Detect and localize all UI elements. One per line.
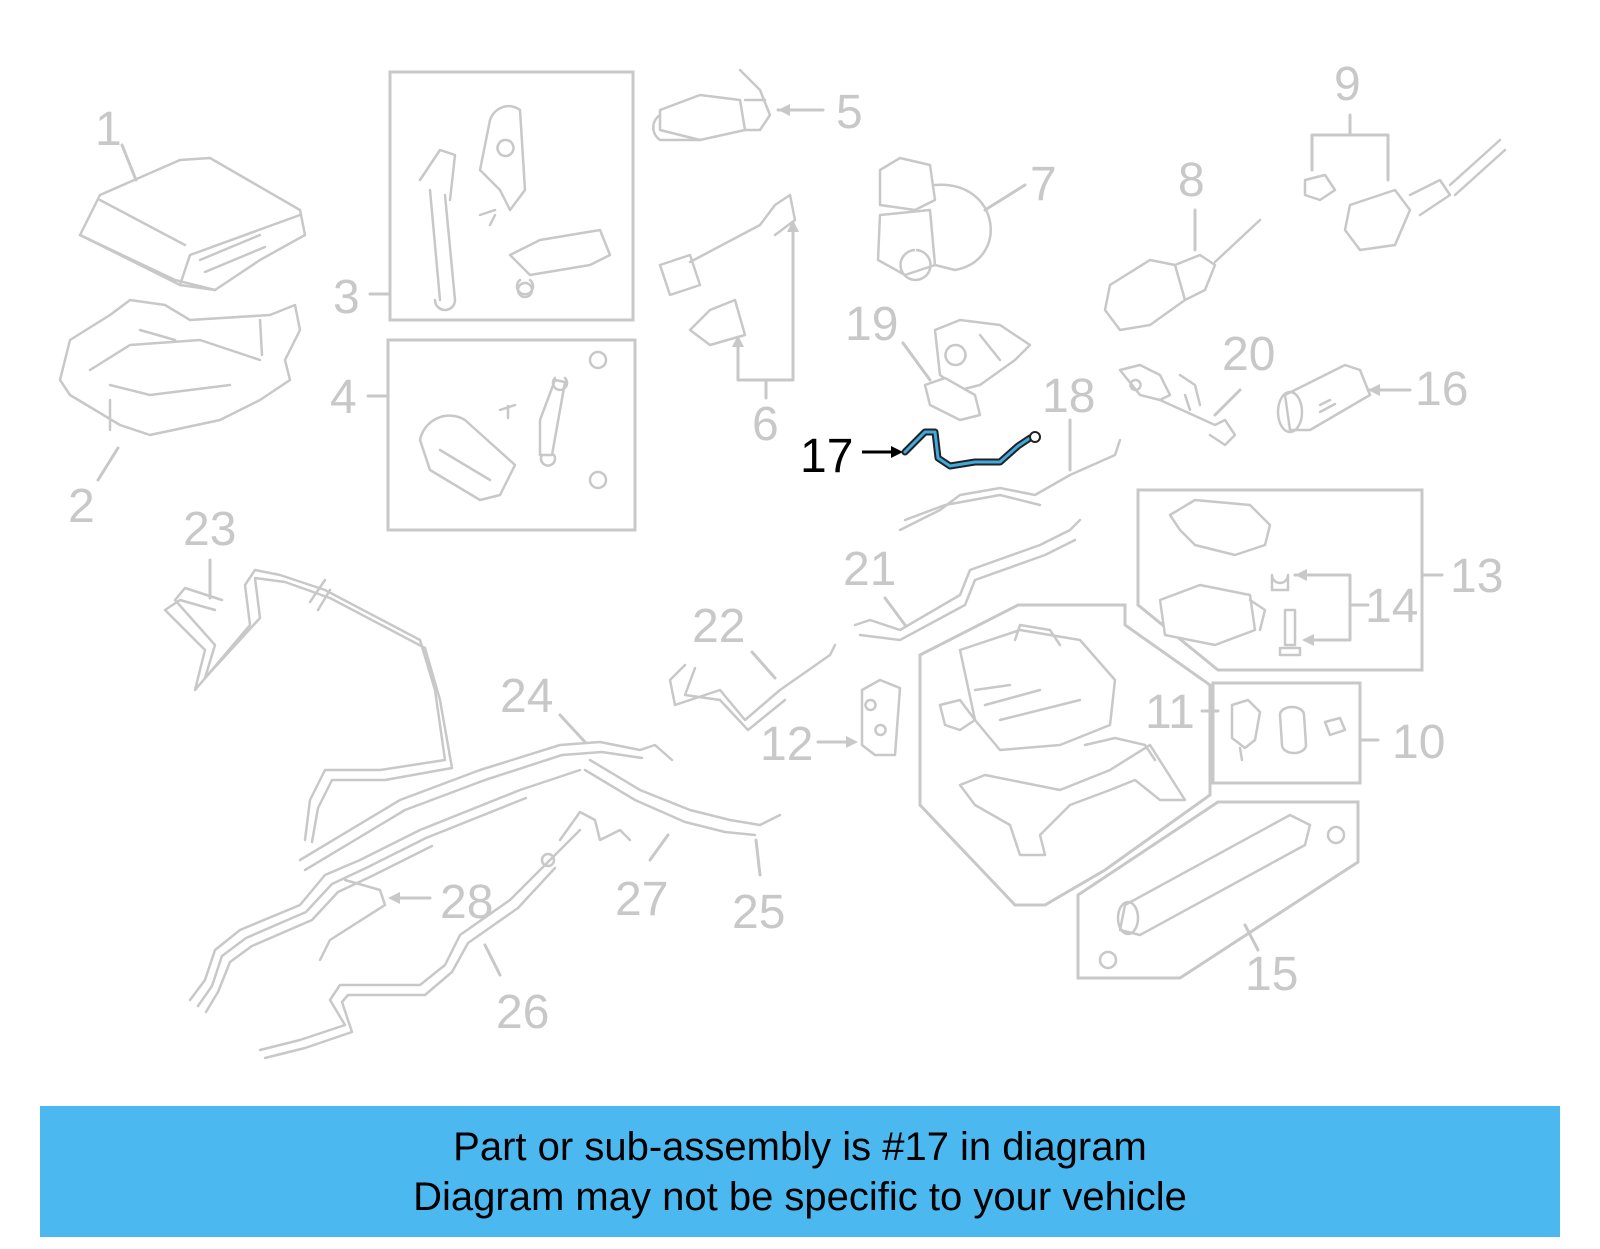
part-14-fasteners [1270, 569, 1370, 657]
part-20-pressure-sensor [1118, 363, 1242, 447]
part-13-valve-block [1158, 498, 1444, 647]
part-23-air-line [163, 558, 454, 844]
callout-1: 1 [95, 103, 122, 156]
callout-23: 23 [183, 503, 236, 556]
callout-12: 12 [760, 718, 813, 771]
parts-diagram: 1 2 3 4 5 6 7 8 9 10 11 12 13 14 15 16 1… [58, 58, 1507, 1060]
callout-14: 14 [1365, 580, 1418, 633]
part-9-sensor [1303, 113, 1507, 252]
callout-26: 26 [496, 986, 549, 1039]
box-compressor-assembly [918, 603, 1212, 907]
part-24-air-line [298, 713, 674, 872]
part-19-bracket [901, 318, 1032, 422]
callout-10: 10 [1392, 716, 1445, 769]
part-28-air-line [188, 768, 582, 1014]
part-5-connector [652, 68, 825, 142]
callout-11: 11 [1145, 686, 1195, 739]
part-7-valve [876, 156, 1027, 282]
box-15-reservoir-kit [1076, 800, 1360, 980]
part-12-bracket [816, 678, 902, 757]
part-25-air-line [583, 758, 782, 877]
part-1-control-module [78, 143, 307, 292]
part-17-air-hose [862, 428, 1041, 470]
callout-24: 24 [500, 670, 553, 723]
part-27-air-line [558, 810, 670, 862]
callout-17: 17 [800, 430, 853, 483]
box-3-height-sensor-kit [388, 70, 635, 322]
banner-line-disclaimer: Diagram may not be specific to your vehi… [413, 1174, 1187, 1219]
part-16-filter [1276, 363, 1412, 434]
part-8-sensor [1103, 208, 1262, 332]
box-10-mount-kit [1211, 681, 1362, 785]
callout-25: 25 [732, 886, 785, 939]
box-4-height-sensor-kit [386, 338, 637, 532]
part-15-reservoir [1098, 813, 1346, 970]
banner-line-part-number: Part or sub-assembly is #17 in diagram [453, 1124, 1147, 1169]
part-21-air-line [853, 518, 1082, 642]
callout-20: 20 [1222, 328, 1275, 381]
callout-2: 2 [68, 480, 95, 533]
part-6-sensor-lead [658, 193, 799, 400]
part-3-height-sensor [368, 104, 612, 312]
callout-19: 19 [845, 298, 898, 351]
info-banner: Part or sub-assembly is #17 in diagram D… [40, 1106, 1560, 1237]
callout-4: 4 [330, 371, 357, 424]
callout-21: 21 [843, 543, 896, 596]
part-4-height-sensor [366, 350, 608, 502]
part-22-air-line [668, 643, 837, 732]
callout-5: 5 [836, 86, 863, 139]
part-26-air-line [258, 828, 582, 1060]
part-18-air-line [898, 418, 1122, 532]
part-11-mount [1200, 698, 1380, 762]
callout-6: 6 [752, 398, 779, 451]
box-13-valve-block-kit [1136, 488, 1424, 672]
callout-3: 3 [333, 271, 360, 324]
callout-18: 18 [1042, 370, 1095, 423]
callout-7: 7 [1030, 158, 1057, 211]
callout-27: 27 [615, 873, 668, 926]
callout-28: 28 [440, 876, 493, 929]
part-compressor [938, 623, 1187, 857]
callout-9: 9 [1334, 58, 1361, 111]
callout-16: 16 [1415, 363, 1468, 416]
callout-15: 15 [1245, 948, 1298, 1001]
callout-22: 22 [692, 600, 745, 653]
part-2-bracket [58, 298, 302, 482]
callout-8: 8 [1178, 154, 1205, 207]
callout-13: 13 [1450, 550, 1503, 603]
